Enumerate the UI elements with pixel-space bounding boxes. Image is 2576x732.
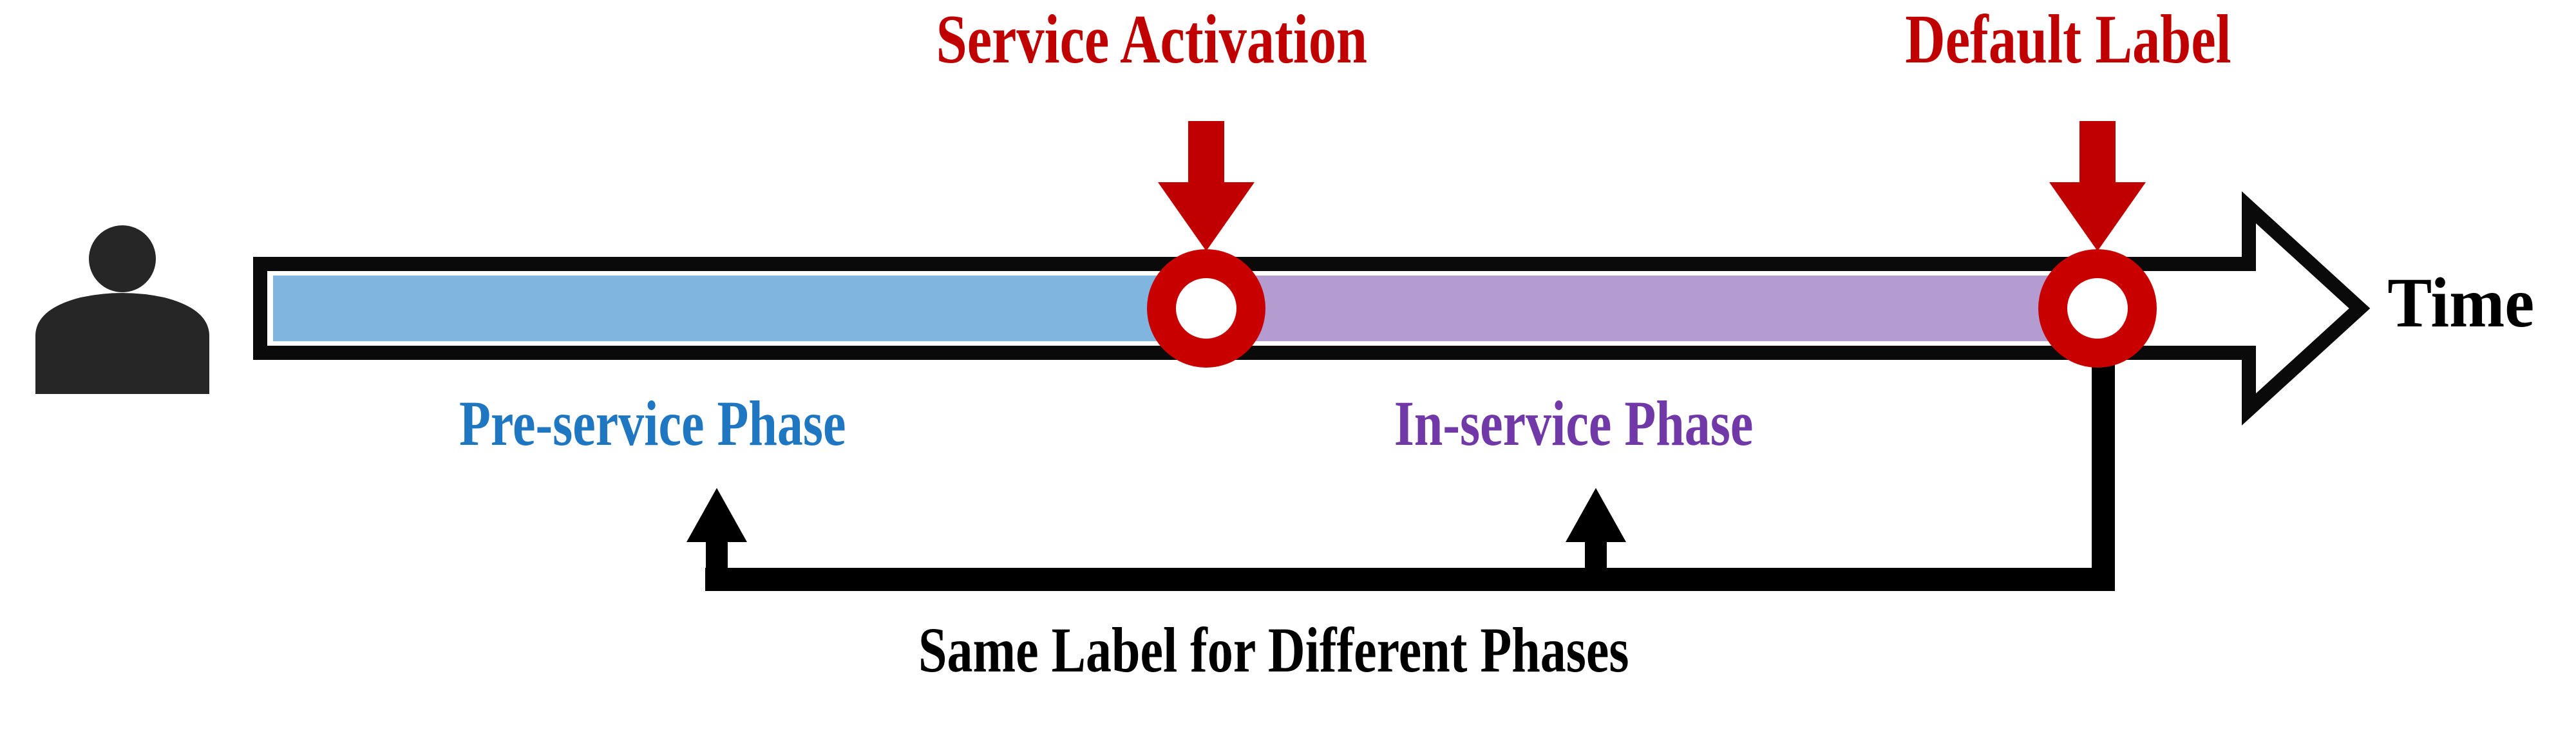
service-activation-label: Service Activation [936,1,1368,78]
bracket-connector [687,335,2115,591]
bracket-caption: Same Label for Different Phases [918,614,1629,686]
default-label-arrow-down-icon [2049,121,2146,251]
phase-fill-group [273,276,2090,341]
person-icon [35,225,209,394]
event-marker-default-label[interactable] [2038,249,2157,368]
bracket-left-arrow-up-icon [687,488,747,542]
phase-fill-pre-service [273,276,1159,341]
bracket-middle-arrow-up-icon [1566,488,1626,542]
phase-label-pre-service: Pre-service Phase [459,388,846,459]
time-axis-label: Time [2387,263,2535,342]
phase-fill-in-service [1255,276,2090,341]
bracket-middle-riser [1585,537,1607,573]
event-marker-service-activation[interactable] [1147,249,1265,368]
bracket-baseline [705,568,2115,591]
service-activation-arrow-down-icon [1158,121,1255,251]
bracket-right-riser [2092,335,2115,591]
default-label-label: Default Label [1905,1,2231,78]
bracket-left-riser [706,537,728,573]
phase-label-in-service: In-service Phase [1394,388,1754,459]
